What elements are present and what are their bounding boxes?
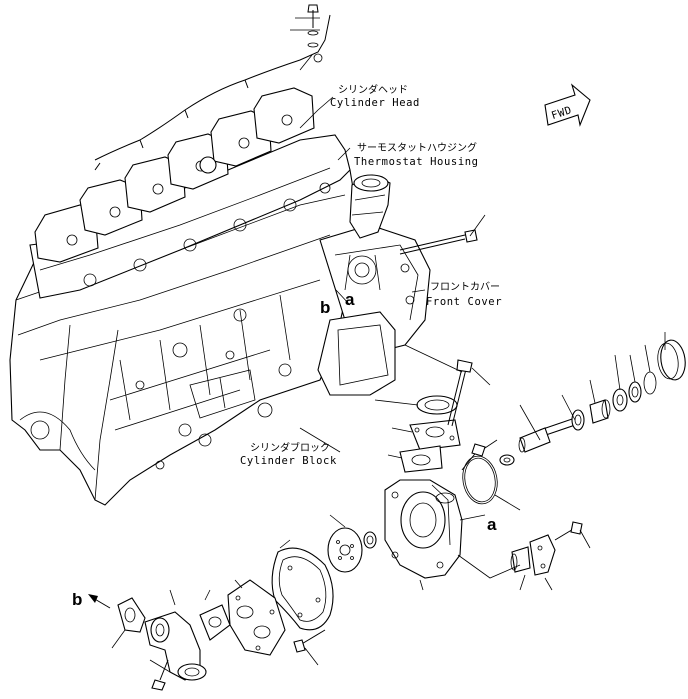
bearing-set [571,371,657,431]
rocker-covers [34,87,315,263]
elbow-flange-gasket [199,589,231,641]
bearing-leaders [519,344,651,441]
front-cover-label-jp: フロントカバー [430,281,500,293]
pump-bolt [293,629,326,666]
fwd-arrow-icon [544,83,591,127]
impeller [327,514,363,573]
cylinder-block-label-jp: シリンダブロック [250,441,330,454]
long-bolt [399,214,486,255]
front-cover [317,224,431,396]
thermostat-housing [349,174,391,239]
rear-gasket [271,539,334,631]
seal [363,531,377,549]
flange-gasket [399,445,443,473]
outlet-elbow [144,589,207,681]
callout-b-arrow-icon [88,594,111,609]
callout-b-upper: b [320,298,330,317]
callout-a-lower: a [487,515,497,534]
rear-plate [227,579,286,656]
callout-leaders [335,289,486,521]
thermostat-housing-label-en: Thermostat Housing [354,156,479,168]
pulley-hub [657,332,686,381]
elbow-bolt [149,659,171,691]
cylinder-block-label-en: Cylinder Block [240,455,337,467]
fuel-drain-line [94,4,331,171]
water-pump [384,479,463,591]
thermostat-leader [337,147,351,161]
front-cover-leader [411,289,426,293]
front-cover-label-en: Front Cover [426,296,502,308]
callout-a-upper: a [345,290,355,309]
plate-bolt [447,359,491,427]
bolt-leader [404,344,463,373]
plate-leaders [374,399,419,459]
pump-o-ring [462,455,521,511]
cylinder-head-label-en: Cylinder Head [330,97,420,109]
cylinder-head-leader [299,96,334,129]
spacer-bracket [510,521,583,576]
pump-shaft [499,417,579,466]
cylinder-block-leader [299,427,341,453]
thermostat-housing-label-jp: サーモスタットハウジング [357,141,477,154]
pump-top-bolt [461,439,498,471]
bracket-leaders [457,529,591,591]
cover-plate [409,419,461,451]
callout-b-lower: b [72,590,82,609]
cylinder-head-label-jp: シリンダヘッド [338,83,408,96]
elbow-gasket [111,597,146,649]
